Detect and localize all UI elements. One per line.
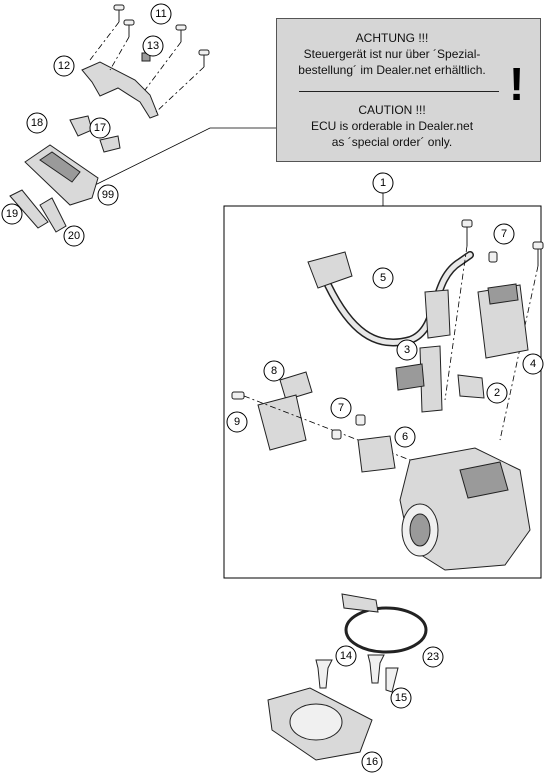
plate-6 [357,435,396,473]
screw-14b [367,654,385,684]
clip-18 [69,115,93,137]
screw-7-mid [331,414,366,440]
callout-12: 12 [53,55,75,77]
clip-2 [457,374,485,399]
svg-text:2: 2 [494,387,500,399]
callout-4: 4 [522,353,544,375]
svg-text:14: 14 [340,650,352,662]
note-en-title: CAUTION !!! [358,103,426,117]
callout-5: 5 [372,267,394,289]
svg-text:20: 20 [68,230,80,242]
note-en-line2: as ´special order´ only. [331,135,453,149]
screw-14a [315,659,333,689]
callout-14: 14 [335,645,357,667]
callout-20: 20 [63,225,85,247]
sensor-connector-8 [279,371,313,401]
bracket-group [81,4,210,119]
ecu-bracket-12 [81,61,159,119]
svg-text:6: 6 [402,431,408,443]
svg-text:5: 5 [380,272,386,284]
clip-17 [99,135,121,153]
ecu-group [9,115,121,233]
callout-19: 19 [1,203,23,225]
svg-text:4: 4 [530,358,536,370]
callout-8: 8 [263,360,285,382]
screw-11a [113,4,125,22]
callout-7-top: 7 [493,223,515,245]
bottom-group [267,593,428,761]
svg-text:7: 7 [338,402,344,414]
callout-1: 1 [372,172,394,194]
exclamation-mark-icon: ! [509,58,525,110]
svg-text:8: 8 [271,365,277,377]
caution-note-box: ACHTUNG !!! Steuergerät ist nur über ´Sp… [276,18,541,162]
callout-18: 18 [26,112,48,134]
svg-text:17: 17 [94,122,106,134]
note-divider [299,91,499,92]
screw-11b [123,19,135,37]
svg-text:16: 16 [366,756,378,768]
screw-9 [231,391,245,400]
hose-connector [307,251,353,289]
screw-11c [175,24,187,42]
svg-text:13: 13 [147,40,159,52]
callout-99: 99 [97,184,119,206]
callout-23: 23 [422,646,444,668]
note-en-line1: ECU is orderable in Dealer.net [310,119,474,133]
strap-19 [9,189,49,229]
svg-text:15: 15 [395,692,407,704]
screw-15 [385,667,399,693]
callout-16: 16 [361,751,383,773]
svg-text:99: 99 [102,189,114,201]
clamp-23 [344,606,428,654]
assembly-frame [223,205,542,579]
callout-9: 9 [226,411,248,433]
screw-11d [198,49,210,67]
note-de-line2: bestellung´ im Dealer.net erhältlich. [298,63,486,77]
svg-text:23: 23 [427,651,439,663]
svg-text:18: 18 [31,117,43,129]
strap-20 [39,197,67,233]
note-de-line1: Steuergerät ist nur über ´Spezial- [303,47,481,61]
callout-2: 2 [486,382,508,404]
svg-text:9: 9 [234,416,240,428]
svg-text:1: 1 [380,177,386,189]
callout-11: 11 [150,3,172,25]
callout-7-mid: 7 [330,397,352,419]
svg-text:11: 11 [155,8,166,20]
injector-3 [419,345,443,413]
sensor-9 [257,394,307,451]
svg-text:3: 3 [404,344,410,356]
callout-3: 3 [396,339,418,361]
callout-15: 15 [390,687,412,709]
svg-text:12: 12 [58,60,70,72]
callout-6: 6 [394,426,416,448]
callout-13: 13 [142,35,164,57]
hose-fitting [424,289,451,339]
svg-text:19: 19 [6,208,18,220]
callout-17: 17 [89,117,111,139]
screw-7-top [461,219,544,266]
svg-text:7: 7 [501,228,507,240]
note-leader-line [94,127,276,186]
note-de-title: ACHTUNG !!! [355,31,429,45]
